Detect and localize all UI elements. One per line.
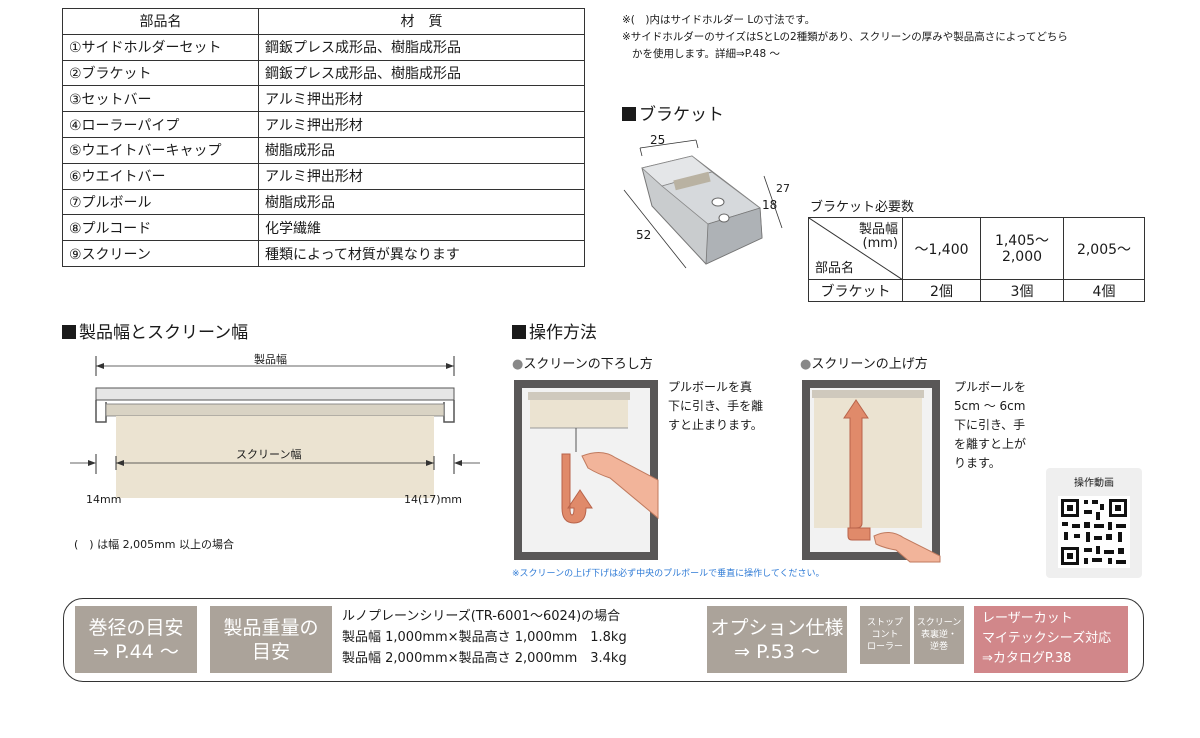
width-section-title: 製品幅とスクリーン幅 <box>62 318 248 343</box>
bottom-info-bar <box>63 598 1144 682</box>
left-margin-label: 14mm <box>86 493 122 506</box>
bullet-icon: ● <box>512 357 524 372</box>
product-width-label: 製品幅 <box>254 353 287 366</box>
col-header-part: 部品名 <box>62 8 259 35</box>
notes: ※( )内はサイドホルダー Lの寸法です。 ※サイドホルダーのサイズはSとLの2… <box>622 12 1182 63</box>
table-row: ⑦プルボール樹脂成形品 <box>62 188 585 216</box>
header-product-width: 製品幅 <box>858 222 898 237</box>
lower-instructions: プルボールを真 下に引き、手を離 すと止まります。 <box>668 380 764 432</box>
table-row: ⑤ウエイトバーキャップ樹脂成形品 <box>62 136 585 164</box>
part-material: 化学繊維 <box>258 214 585 242</box>
req-header-row: 製品幅(mm) 部品名 〜1,400 1,405〜2,000 2,005〜 <box>808 217 1145 280</box>
width-diagram <box>70 356 480 498</box>
weight-line-1: 製品幅 1,000mm×製品高さ 1,000mm 1.8kg <box>342 630 627 645</box>
part-material: 鋼鈑プレス成形品、樹脂成形品 <box>258 33 585 61</box>
table-row: ⑨スクリーン種類によって材質が異なります <box>62 240 585 267</box>
part-material: アルミ押出形材 <box>258 111 585 138</box>
table-row: ②ブラケット鋼鈑プレス成形品、樹脂成形品 <box>62 59 585 87</box>
screen-width-label: スクリーン幅 <box>236 448 302 461</box>
part-material: 樹脂成形品 <box>258 136 585 164</box>
dim-25: 25 <box>650 133 666 147</box>
note-line-2: ※サイドホルダーのサイズはSとLの2種類があり、スクリーンの厚みや製品高さによっ… <box>622 31 1068 43</box>
note-line-3: かを使用します。詳細⇒P.48 〜 <box>632 48 780 60</box>
part-name: ⑨スクリーン <box>62 240 259 267</box>
weight-line-2: 製品幅 2,000mm×製品高さ 2,000mm 3.4kg <box>342 651 627 666</box>
diagonal-line <box>809 218 903 280</box>
operation-note: ※スクリーンの上げ下げは必ず中央のプルボールで垂直に操作してください。 <box>512 569 825 579</box>
operation-title: 操作方法 <box>512 318 597 343</box>
col-over-2005: 2,005〜 <box>1063 217 1145 280</box>
value-cell: 2個 <box>902 279 981 302</box>
square-icon <box>62 325 76 339</box>
raise-title: ●スクリーンの上げ方 <box>800 357 928 372</box>
table-row: ③セットバーアルミ押出形材 <box>62 85 585 113</box>
header-unit: (mm) <box>862 236 898 251</box>
value-cell: 4個 <box>1063 279 1145 302</box>
part-name: ④ローラーパイプ <box>62 111 259 138</box>
dim-52: 52 <box>636 228 652 242</box>
bracket-req-title: ブラケット必要数 <box>810 200 915 215</box>
table-row: ④ローラーパイプアルミ押出形材 <box>62 111 585 138</box>
lower-illustration <box>514 380 659 560</box>
bullet-icon: ● <box>800 357 812 372</box>
col-1405-2000: 1,405〜2,000 <box>980 217 1064 280</box>
table-row: ⑥ウエイトバーアルミ押出形材 <box>62 162 585 190</box>
col-header-material: 材 質 <box>258 8 585 35</box>
video-box[interactable]: 操作動画 <box>1046 468 1142 578</box>
dim-27: 27 <box>776 182 790 195</box>
option-stop-controller: ストップ コント ローラー <box>860 606 910 664</box>
header-part-name: 部品名 <box>815 261 855 276</box>
bracket-illustration <box>623 139 783 269</box>
option-screen-reverse: スクリーン 表裏逆・ 逆巻 <box>914 606 964 664</box>
table-row: ブラケット 2個 3個 4個 <box>808 279 1145 302</box>
raise-illustration <box>802 380 941 563</box>
part-material: アルミ押出形材 <box>258 85 585 113</box>
diag-header-cell: 製品幅(mm) 部品名 <box>808 217 903 280</box>
option-spec-box[interactable]: オプション仕様 ⇒ P.53 〜 <box>707 606 847 673</box>
weight-title: ルノプレーンシリーズ(TR-6001〜6024)の場合 <box>342 609 621 624</box>
table-row: ①サイドホルダーセット鋼鈑プレス成形品、樹脂成形品 <box>62 33 585 61</box>
part-name: ⑦プルボール <box>62 188 259 216</box>
part-material: 樹脂成形品 <box>258 188 585 216</box>
dim-18: 18 <box>762 198 778 212</box>
width-footnote: ( ) は幅 2,005mm 以上の場合 <box>74 538 234 551</box>
bracket-req-table: 製品幅(mm) 部品名 〜1,400 1,405〜2,000 2,005〜 ブラ… <box>808 217 1145 302</box>
part-name: ⑧プルコード <box>62 214 259 242</box>
col-under-1400: 〜1,400 <box>902 217 981 280</box>
square-icon <box>512 325 526 339</box>
video-label: 操作動画 <box>1074 478 1114 489</box>
parts-table-header: 部品名 材 質 <box>62 8 585 35</box>
part-name: ⑤ウエイトバーキャップ <box>62 136 259 164</box>
part-material: 鋼鈑プレス成形品、樹脂成形品 <box>258 59 585 87</box>
part-name: ②ブラケット <box>62 59 259 87</box>
parts-table: 部品名 材 質 ①サイドホルダーセット鋼鈑プレス成形品、樹脂成形品 ②ブラケット… <box>62 8 585 267</box>
row-label-bracket: ブラケット <box>808 279 903 302</box>
lower-title: ●スクリーンの下ろし方 <box>512 357 653 372</box>
part-name: ⑥ウエイトバー <box>62 162 259 190</box>
right-margin-label: 14(17)mm <box>404 493 463 506</box>
winding-diameter-box[interactable]: 巻径の目安 ⇒ P.44 〜 <box>75 606 197 673</box>
part-name: ③セットバー <box>62 85 259 113</box>
product-weight-box: 製品重量の 目安 <box>210 606 332 673</box>
weight-info: ルノプレーンシリーズ(TR-6001〜6024)の場合 製品幅 1,000mm×… <box>342 606 627 669</box>
bracket-title: ブラケット <box>622 100 724 125</box>
laser-cut-box[interactable]: レーザーカット マイテックシーズ対応 ⇒カタログP.38 <box>974 606 1128 673</box>
part-material: アルミ押出形材 <box>258 162 585 190</box>
table-row: ⑧プルコード化学繊維 <box>62 214 585 242</box>
qr-code-icon[interactable] <box>1058 496 1130 568</box>
raise-instructions: プルボールを 5cm 〜 6cm 下に引き、手 を離すと上が ります。 <box>954 380 1027 470</box>
part-name: ①サイドホルダーセット <box>62 33 259 61</box>
part-material: 種類によって材質が異なります <box>258 240 585 267</box>
square-icon <box>622 107 636 121</box>
note-line-1: ※( )内はサイドホルダー Lの寸法です。 <box>622 14 816 26</box>
value-cell: 3個 <box>980 279 1064 302</box>
